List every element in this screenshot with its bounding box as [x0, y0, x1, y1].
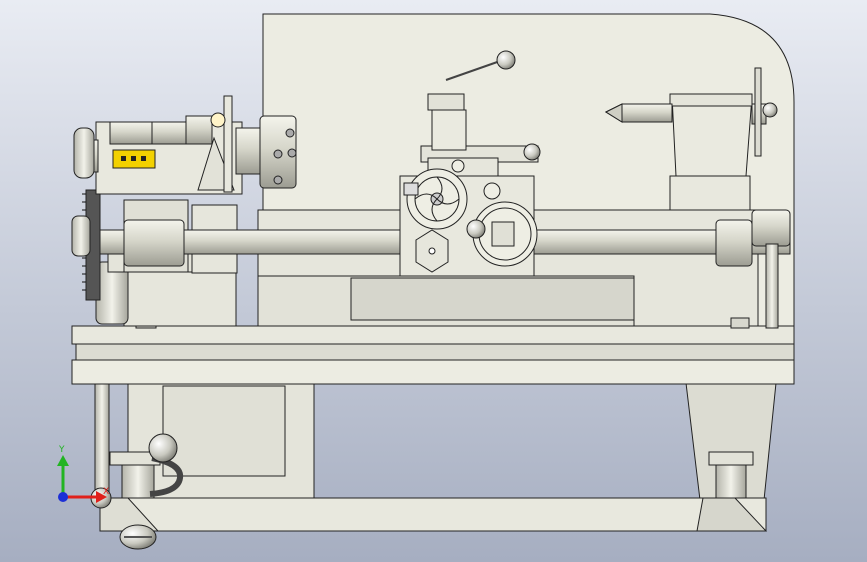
y-axis-label: Y [58, 445, 65, 455]
gear-train[interactable] [71, 95, 243, 327]
chuck[interactable] [235, 115, 297, 189]
tailstock[interactable] [604, 67, 778, 211]
z-axis-dot [58, 492, 68, 502]
axis-triad: Y X [57, 445, 109, 503]
x-axis-label: X [103, 487, 109, 497]
y-arrow-head [57, 455, 69, 466]
lathe-stand[interactable] [90, 382, 777, 550]
x-arrow-head [96, 491, 107, 503]
carriage-apron[interactable] [399, 50, 541, 277]
